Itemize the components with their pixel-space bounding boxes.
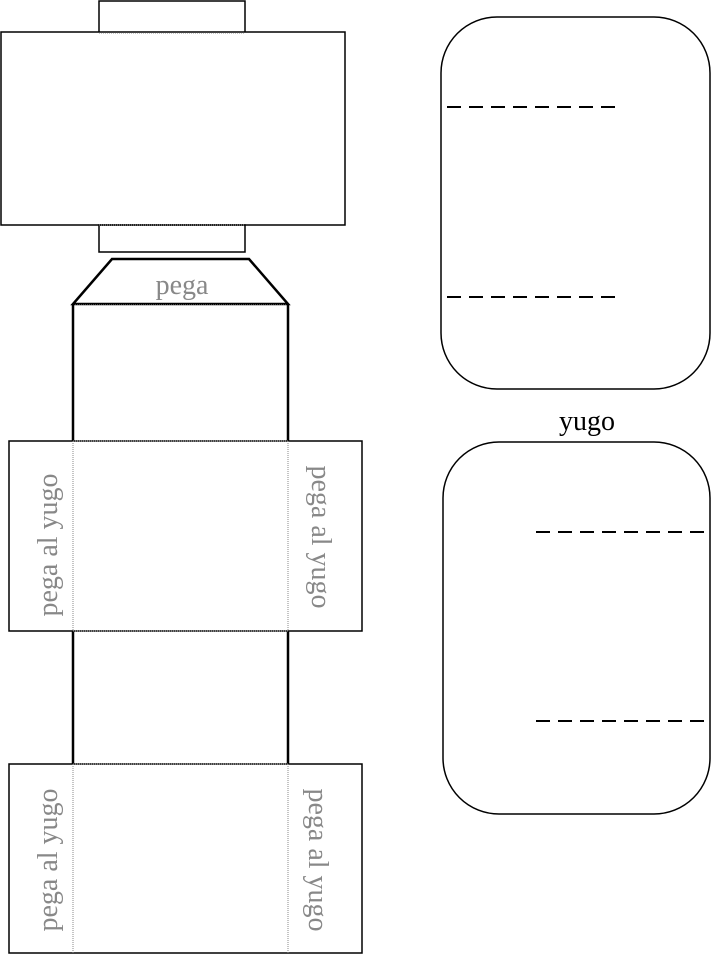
yoke-piece-bottom <box>442 441 711 815</box>
yoke-caption: yugo <box>559 406 615 437</box>
bottom-left-tab-label: pega al yugo <box>33 788 64 931</box>
top-lid-body <box>0 31 346 226</box>
top-lid-flap <box>98 0 246 34</box>
bottom-right-tab-label: pega al yugo <box>302 788 333 931</box>
bottom-lid-flap <box>98 224 246 253</box>
top-box-net <box>0 0 346 253</box>
mid-left-tab-label: pega al yugo <box>33 473 64 616</box>
glue-tab-label: pega <box>156 270 209 301</box>
yoke-top-outline <box>440 16 711 390</box>
mid-right-tab-label: pega al yugo <box>305 465 336 608</box>
yoke-piece-top <box>440 16 711 390</box>
yoke-bottom-outline <box>442 441 711 815</box>
strip-net: pega pega al yugo pega al yugo pega al y… <box>8 257 363 954</box>
